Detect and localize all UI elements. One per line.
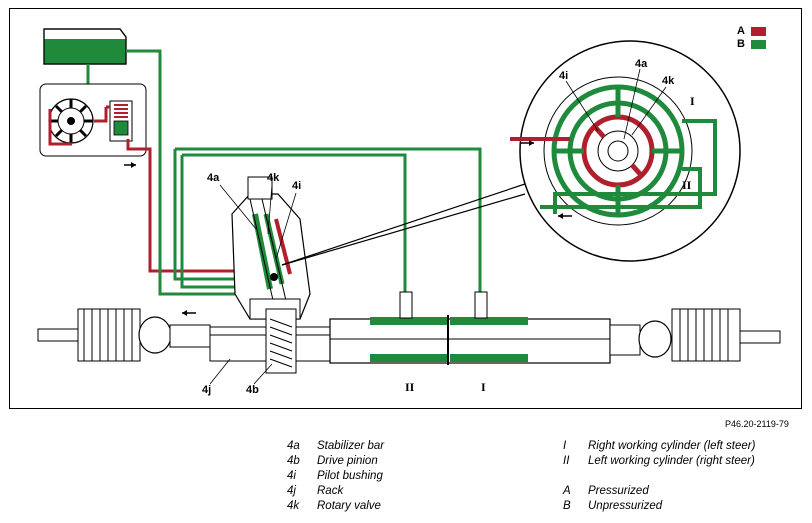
- pressure-line: [146, 147, 250, 273]
- label-cylinder-ii: II: [405, 380, 415, 394]
- steering-diagram: A B 4a 4k 4i 4j 4b II I 4i 4a 4k I II: [9, 8, 802, 409]
- legend-text: Stabilizer bar: [317, 440, 385, 452]
- legend-code: 4a: [287, 440, 300, 452]
- legend-text: Drive pinion: [317, 455, 378, 467]
- label-4j: 4j: [202, 384, 211, 396]
- label-4b: 4b: [246, 384, 259, 396]
- legend-code: A: [563, 485, 571, 497]
- power-steering-pump: [39, 83, 147, 157]
- zoom-label-4i: 4i: [559, 70, 568, 82]
- rack-housing: [37, 291, 781, 374]
- legend-code: 4k: [287, 500, 300, 512]
- label-4i: 4i: [292, 180, 301, 192]
- color-key: A B: [737, 25, 766, 50]
- legend-text: Rotary valve: [317, 500, 381, 512]
- fluid-reservoir: [43, 28, 127, 65]
- label-4k: 4k: [267, 172, 280, 184]
- legend-text: Rack: [317, 485, 344, 497]
- legend-code: B: [563, 500, 571, 512]
- zoom-leader: [281, 183, 526, 266]
- rotary-valve-detail: [510, 40, 741, 262]
- legend-text: Unpressurized: [588, 500, 663, 512]
- legend-text: Pressurized: [588, 485, 649, 497]
- zoom-label-4a: 4a: [635, 58, 648, 70]
- key-a-swatch: [751, 27, 766, 36]
- zoom-label-i: I: [690, 94, 695, 108]
- valve-housing: [231, 176, 311, 320]
- key-b-letter: B: [737, 38, 745, 50]
- legend-text: Left working cylinder (right steer): [588, 455, 755, 467]
- legend-code: 4j: [287, 485, 296, 497]
- legend-text: Right working cylinder (left steer): [588, 440, 756, 452]
- label-4a: 4a: [207, 172, 220, 184]
- figure-id: P46.20-2119-79: [725, 419, 789, 429]
- return-line: [126, 49, 162, 159]
- legend-code: 4b: [287, 455, 300, 467]
- label-cylinder-i: I: [481, 380, 486, 394]
- legend-code: 4i: [287, 470, 296, 482]
- key-a-letter: A: [737, 25, 745, 37]
- zoom-label-4k: 4k: [662, 75, 675, 87]
- zoom-label-ii: II: [682, 178, 692, 192]
- key-b-swatch: [751, 40, 766, 49]
- steering-system-drawing: A B 4a 4k 4i 4j 4b II I 4i 4a 4k I II: [37, 25, 781, 396]
- legend-code: II: [563, 455, 570, 467]
- legend-text: Pilot bushing: [317, 470, 383, 482]
- cylinder-lines: [158, 147, 482, 304]
- legend-code: I: [563, 440, 567, 452]
